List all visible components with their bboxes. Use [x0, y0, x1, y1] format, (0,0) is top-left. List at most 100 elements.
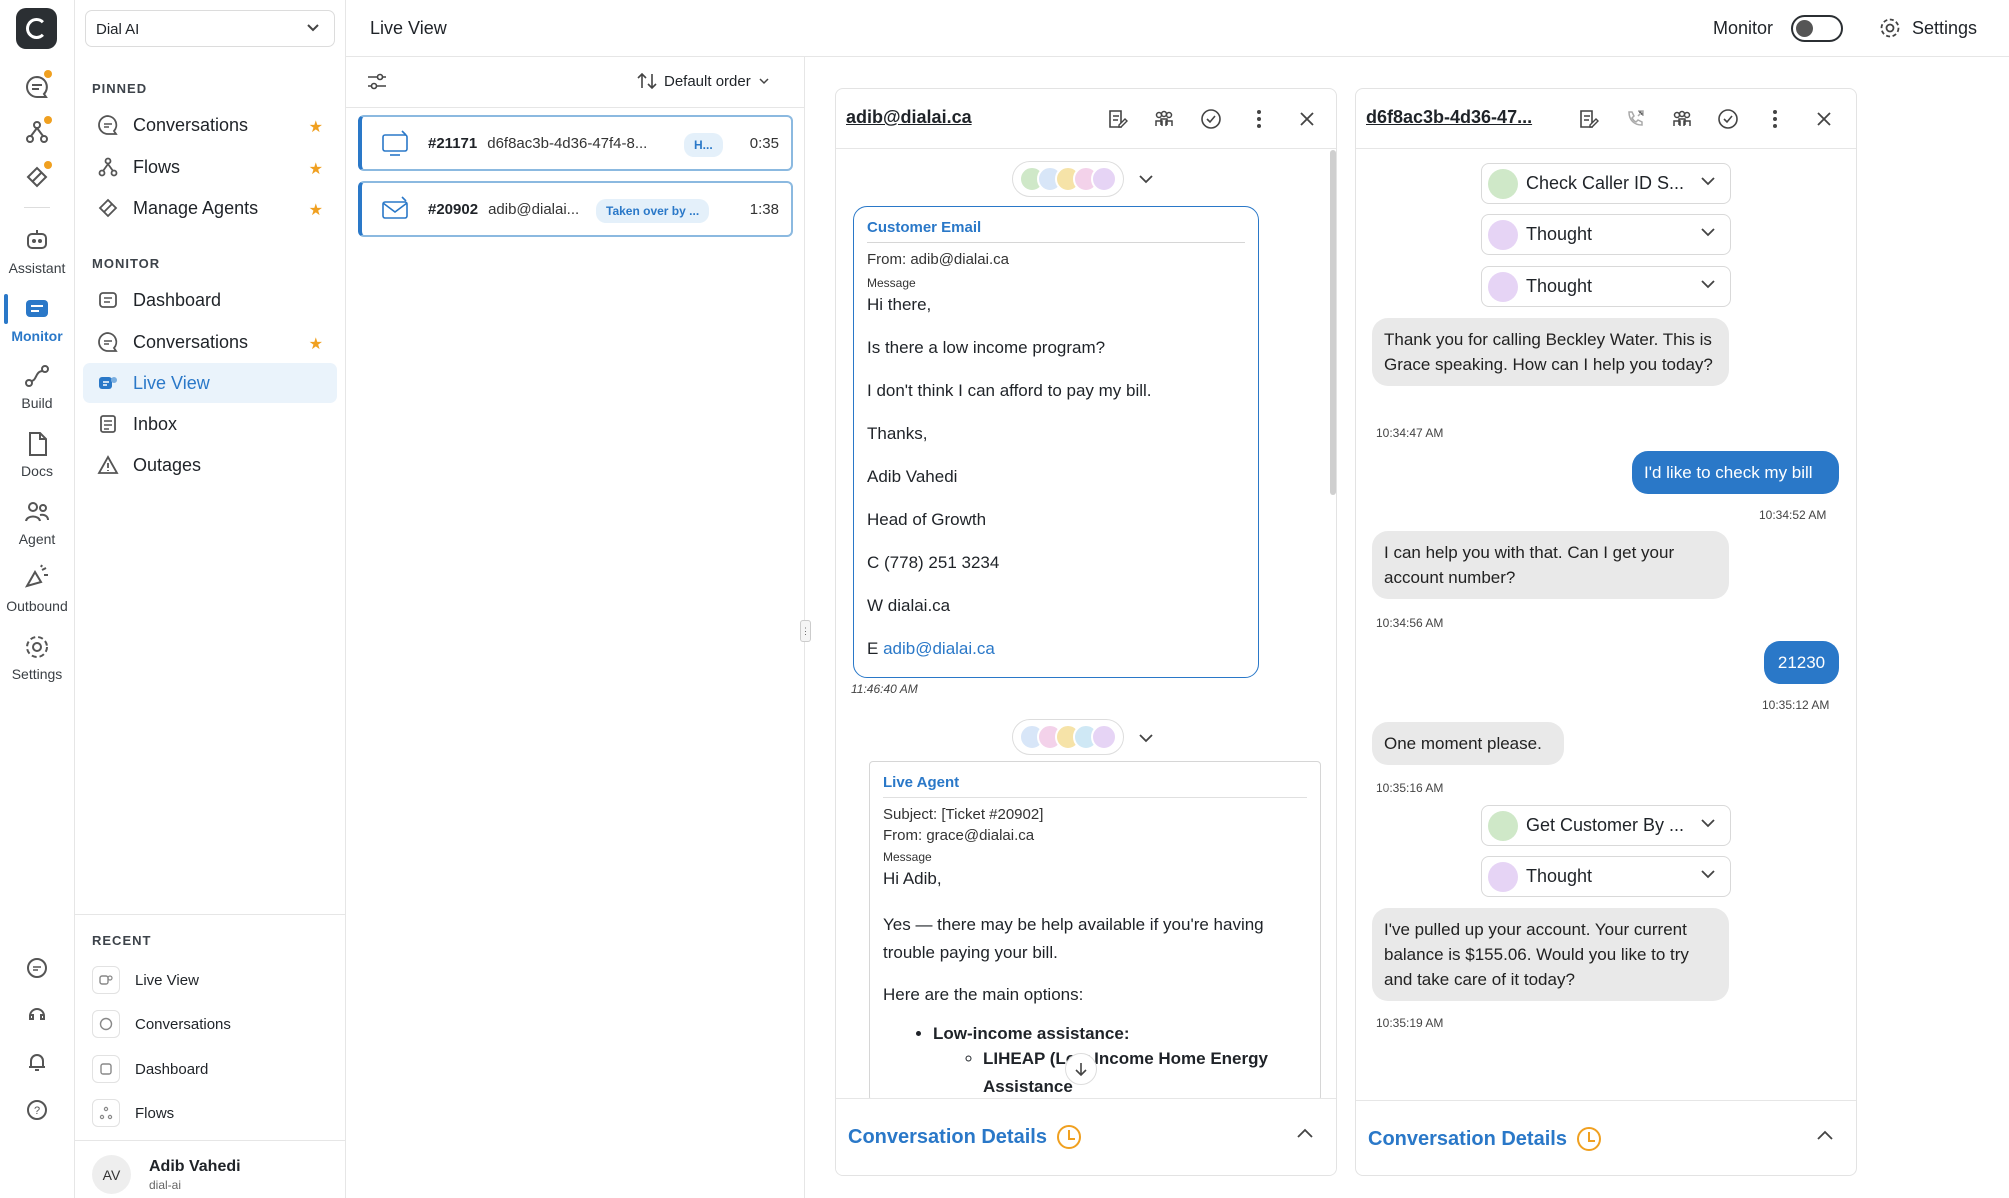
outbound-icon — [24, 564, 48, 588]
resize-handle[interactable]: ⋮ — [800, 620, 811, 642]
panel-title[interactable]: adib@dialai.ca — [846, 107, 972, 127]
email-line: I don't think I can afford to pay my bil… — [867, 381, 1152, 400]
feedback-icon[interactable] — [20, 951, 54, 985]
star-icon[interactable]: ★ — [308, 119, 323, 136]
conversation-details-bar[interactable]: Conversation Details — [836, 1098, 1336, 1175]
star-icon[interactable]: ★ — [308, 202, 323, 219]
sort-icon — [637, 72, 657, 90]
rail-assistant[interactable]: Assistant — [0, 226, 74, 276]
notes-icon[interactable] — [1104, 106, 1130, 132]
divider — [75, 914, 346, 915]
resolve-check-icon[interactable] — [1198, 106, 1224, 132]
support-icon[interactable] — [20, 998, 54, 1032]
recent-item-label: Dashboard — [135, 1060, 209, 1078]
sort-order-select[interactable]: Default order — [636, 71, 769, 91]
conversation-card[interactable]: #20902 adib@dialai... Taken over by ... … — [358, 181, 793, 237]
call-transfer-icon[interactable] — [1622, 106, 1648, 132]
chevron-down-icon[interactable] — [1138, 733, 1154, 743]
conversation-details-toggle[interactable]: Conversation Details — [848, 1125, 1081, 1149]
agent-email-card: Live Agent Subject: [Ticket #20902] From… — [869, 761, 1321, 1101]
rail-docs[interactable]: Docs — [0, 429, 74, 479]
resolve-check-icon[interactable] — [1715, 106, 1741, 132]
scroll-to-bottom-button[interactable] — [1065, 1053, 1097, 1085]
sidebar-item-label: Dashboard — [133, 289, 222, 310]
sidebar-item-conversations[interactable]: Conversations ★ — [83, 322, 337, 362]
recent-item-live-view[interactable]: Live View — [92, 962, 332, 998]
conversation-card[interactable]: #21171 d6f8ac3b-4d36-47f4-8... H... 0:35 — [358, 115, 793, 171]
scrollbar[interactable] — [1330, 150, 1336, 495]
chat-bubble-caller: 21230 — [1764, 641, 1839, 684]
agents-group-icon[interactable] — [1669, 106, 1695, 132]
app-logo[interactable] — [16, 8, 57, 49]
recent-item-conversations[interactable]: Conversations — [92, 1006, 332, 1042]
participants-stack[interactable] — [1012, 161, 1124, 197]
bell-icon[interactable] — [20, 1045, 54, 1079]
notification-dot — [44, 70, 52, 78]
settings-button[interactable]: Settings — [1878, 16, 1977, 40]
sidebar-item-manage-agents-pinned[interactable]: Manage Agents ★ — [83, 188, 337, 228]
rail-monitor[interactable]: Monitor — [0, 294, 74, 344]
email-line: Head of Growth — [867, 510, 987, 529]
thought-step[interactable]: Thought — [1481, 266, 1731, 307]
conversation-details-toggle[interactable]: Conversation Details — [1368, 1127, 1601, 1151]
sidebar-item-conversations-pinned[interactable]: Conversations ★ — [83, 105, 337, 145]
close-icon[interactable] — [1811, 106, 1837, 132]
conversation-duration: 1:38 — [749, 201, 779, 218]
flows-icon[interactable] — [20, 115, 54, 149]
email-line: Here are the main options: — [883, 985, 1084, 1004]
help-icon[interactable]: ? — [20, 1093, 54, 1127]
user-name: Adib Vahedi — [149, 1158, 241, 1175]
rail-agent[interactable]: Agent — [0, 497, 74, 547]
more-vertical-icon[interactable] — [1762, 106, 1788, 132]
docs-icon — [29, 432, 47, 456]
assistant-icon — [27, 230, 47, 249]
sidebar-item-dashboard[interactable]: Dashboard — [83, 280, 337, 320]
chevron-down-icon — [1701, 228, 1715, 237]
agents-group-icon[interactable] — [1151, 106, 1177, 132]
divider — [346, 107, 805, 108]
chat-icon — [97, 114, 119, 136]
chevron-up-icon[interactable] — [1296, 1127, 1314, 1139]
inbox-icon — [97, 413, 119, 435]
sidebar-item-live-view[interactable]: Live View — [83, 363, 337, 403]
participants-stack[interactable] — [1012, 719, 1124, 755]
agents-icon[interactable] — [20, 160, 54, 194]
tool-call-check-caller-id[interactable]: Check Caller ID S... — [1481, 163, 1731, 204]
rail-build[interactable]: Build — [0, 361, 74, 411]
chat-bubble-agent: Thank you for calling Beckley Water. Thi… — [1372, 318, 1729, 386]
rail-label: Settings — [11, 666, 63, 682]
sidebar-item-outages[interactable]: Outages — [83, 445, 337, 485]
rail-settings[interactable]: Settings — [0, 632, 74, 682]
thought-step[interactable]: Thought — [1481, 214, 1731, 255]
monitor-toggle[interactable] — [1791, 15, 1843, 42]
thought-step[interactable]: Thought — [1481, 856, 1731, 897]
recent-item-dashboard[interactable]: Dashboard — [92, 1051, 332, 1087]
section-header-monitor: MONITOR — [92, 256, 161, 271]
star-icon[interactable]: ★ — [308, 161, 323, 178]
more-vertical-icon[interactable] — [1246, 106, 1272, 132]
star-icon[interactable]: ★ — [308, 336, 323, 353]
panel-header: d6f8ac3b-4d36-47... — [1356, 89, 1856, 149]
email-line: Thanks, — [867, 424, 928, 443]
chat-bubble-caller: I'd like to check my bill — [1632, 451, 1839, 494]
settings-label: Settings — [1912, 17, 1978, 38]
recent-item-flows[interactable]: Flows — [92, 1095, 332, 1131]
conversation-subject: d6f8ac3b-4d36-47f4-8... — [487, 134, 648, 152]
chevron-up-icon[interactable] — [1816, 1129, 1834, 1141]
chat-icon[interactable] — [20, 70, 54, 104]
sidebar-item-inbox[interactable]: Inbox — [83, 404, 337, 444]
user-profile[interactable]: AV Adib Vahedi dial-ai — [75, 1140, 346, 1198]
tool-icon — [1488, 810, 1518, 841]
rail-outbound[interactable]: Outbound — [0, 564, 74, 614]
email-link[interactable]: adib@dialai.ca — [883, 639, 995, 658]
panel-title[interactable]: d6f8ac3b-4d36-47... — [1366, 107, 1533, 127]
tool-call-get-customer[interactable]: Get Customer By ... — [1481, 805, 1731, 846]
sidebar-item-flows-pinned[interactable]: Flows ★ — [83, 147, 337, 187]
filter-icon[interactable] — [366, 71, 388, 98]
build-icon — [25, 365, 49, 387]
notes-icon[interactable] — [1575, 106, 1601, 132]
conversation-details-bar[interactable]: Conversation Details — [1356, 1100, 1856, 1175]
workspace-select[interactable]: Dial AI — [85, 10, 335, 47]
close-icon[interactable] — [1294, 106, 1320, 132]
chevron-down-icon[interactable] — [1138, 174, 1154, 184]
